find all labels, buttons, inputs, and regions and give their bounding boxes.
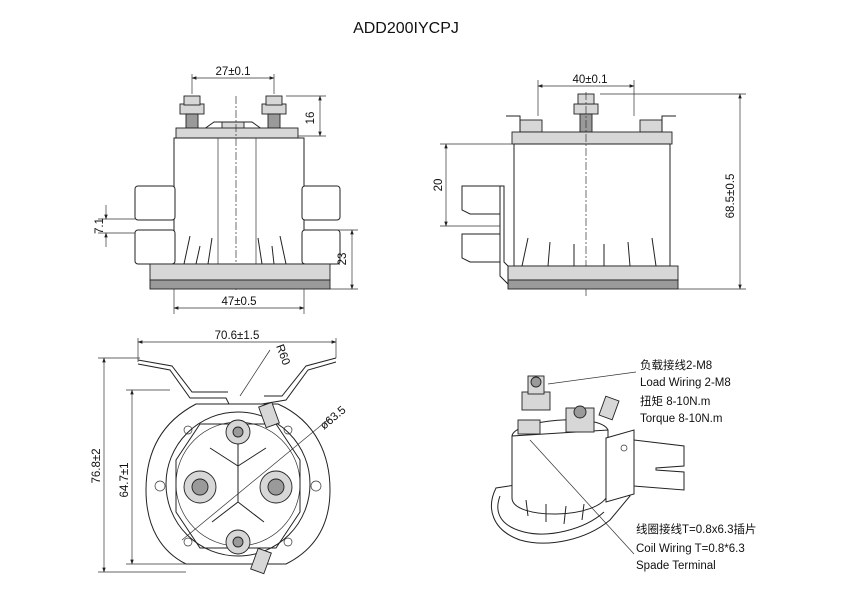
- side-dim-top: 40±0.1: [572, 74, 607, 86]
- top-dim-height-outer: 76.8±2: [91, 448, 103, 483]
- front-dim-bottom: 47±0.5: [221, 296, 256, 308]
- torque-en: Torque 8-10N.m: [640, 413, 722, 425]
- side-dim-height: 68.5±0.5: [725, 174, 737, 219]
- load-wiring-cn: 负载接线2-M8: [640, 358, 712, 372]
- top-dim-radius: R60: [273, 343, 291, 367]
- torque-cn: 扭矩 8-10N.m: [640, 394, 710, 408]
- coil-wiring-en: Coil Wiring T=0.8*6.3: [636, 543, 745, 555]
- spade-terminal-en: Spade Terminal: [636, 560, 716, 572]
- front-dim-terminal-height: 16: [305, 112, 317, 125]
- front-dim-top: 27±0.1: [215, 66, 250, 78]
- front-view: 27±0.1 16 7.1 23 47±0.5: [94, 66, 358, 314]
- top-dim-height-inner: 64.7±1: [119, 462, 131, 497]
- top-dim-width: 70.6±1.5: [215, 330, 260, 342]
- load-wiring-en: Load Wiring 2-M8: [640, 377, 731, 389]
- drawing-title: ADD200IYCPJ: [353, 20, 459, 37]
- coil-wiring-cn: 线圈接线T=0.8x6.3插片: [636, 522, 756, 536]
- side-view: 40±0.1 20 68.5±0.5: [433, 74, 746, 296]
- front-dim-side-right: 23: [337, 253, 349, 266]
- iso-view: 负载接线2-M8 Load Wiring 2-M8 扭矩 8-10N.m Tor…: [491, 358, 756, 572]
- front-dim-side-left: 7.1: [94, 218, 106, 234]
- top-dim-diameter: ø63.5: [318, 404, 348, 432]
- top-view: R60 ø63.5 70.6±1.5 76.8±2 64.7±1: [91, 330, 348, 575]
- side-dim-bracket: 20: [433, 179, 445, 192]
